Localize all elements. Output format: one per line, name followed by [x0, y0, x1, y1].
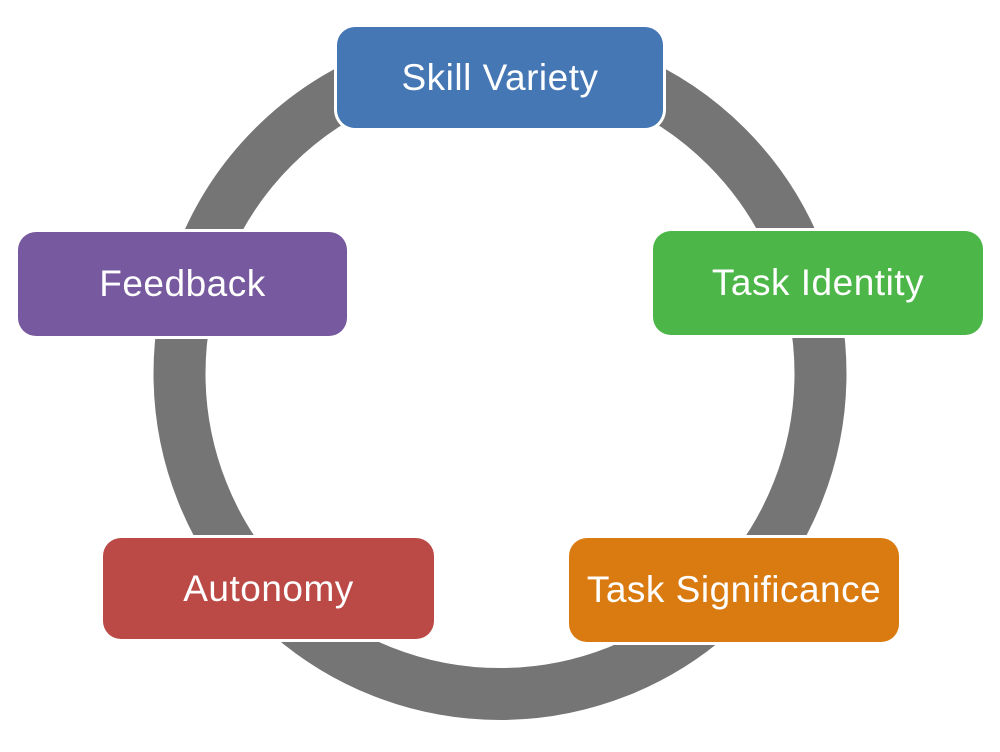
node-autonomy-label: Autonomy: [183, 567, 354, 609]
node-feedback: Feedback: [18, 232, 347, 336]
node-skill-variety: Skill Variety: [337, 27, 663, 128]
node-task-significance: Task Significance: [569, 538, 899, 642]
node-skill-variety-label: Skill Variety: [401, 56, 599, 98]
node-feedback-label: Feedback: [99, 263, 266, 304]
node-task-significance-label: Task Significance: [586, 569, 882, 610]
node-autonomy: Autonomy: [103, 538, 434, 639]
node-task-identity: Task Identity: [653, 231, 983, 335]
node-task-identity-label: Task Identity: [711, 262, 925, 303]
